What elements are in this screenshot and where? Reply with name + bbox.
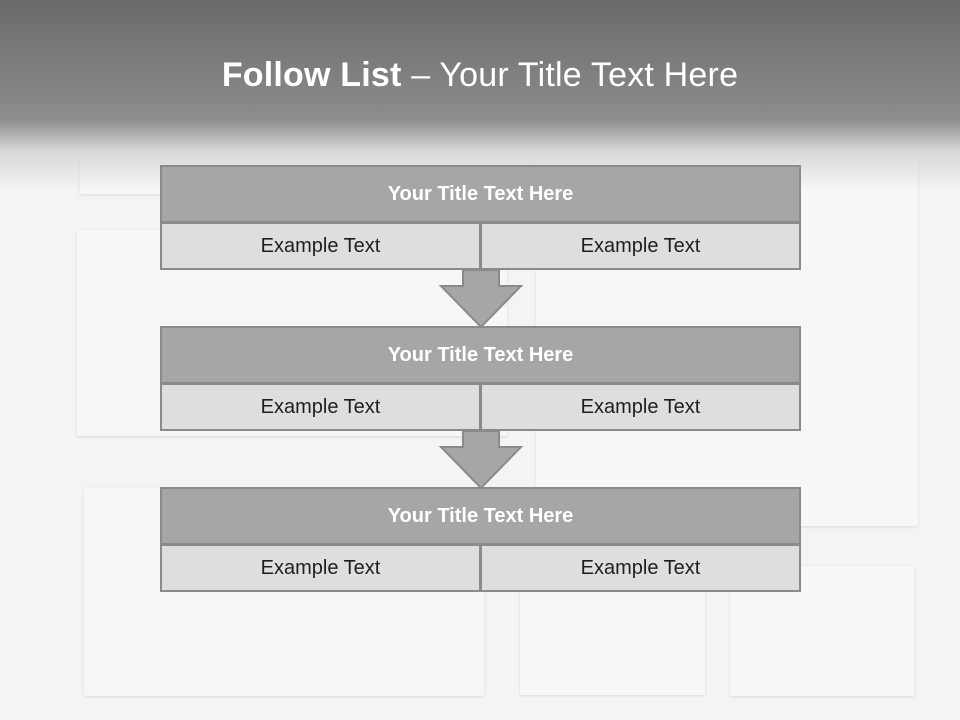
- slide-title-main: Follow List: [221, 56, 402, 94]
- step-title: Your Title Text Here: [160, 487, 801, 545]
- step-cell-right: Example Text: [480, 544, 801, 592]
- header-band: [0, 0, 960, 190]
- step-cell-right: Example Text: [480, 383, 801, 431]
- flow-step-3: Your Title Text Here Example Text Exampl…: [160, 487, 801, 592]
- step-title: Your Title Text Here: [160, 326, 801, 384]
- down-arrow-icon: [438, 431, 524, 490]
- step-cell-left: Example Text: [160, 383, 481, 431]
- step-cell-left: Example Text: [160, 544, 481, 592]
- down-arrow-icon: [438, 270, 524, 329]
- flow-step-2: Your Title Text Here Example Text Exampl…: [160, 326, 801, 431]
- step-title: Your Title Text Here: [160, 165, 801, 223]
- flow-step-1: Your Title Text Here Example Text Exampl…: [160, 165, 801, 270]
- slide-title: Follow List – Your Title Text Here: [0, 52, 960, 98]
- step-cell-left: Example Text: [160, 222, 481, 270]
- step-cell-right: Example Text: [480, 222, 801, 270]
- slide-title-sub: – Your Title Text Here: [401, 56, 739, 94]
